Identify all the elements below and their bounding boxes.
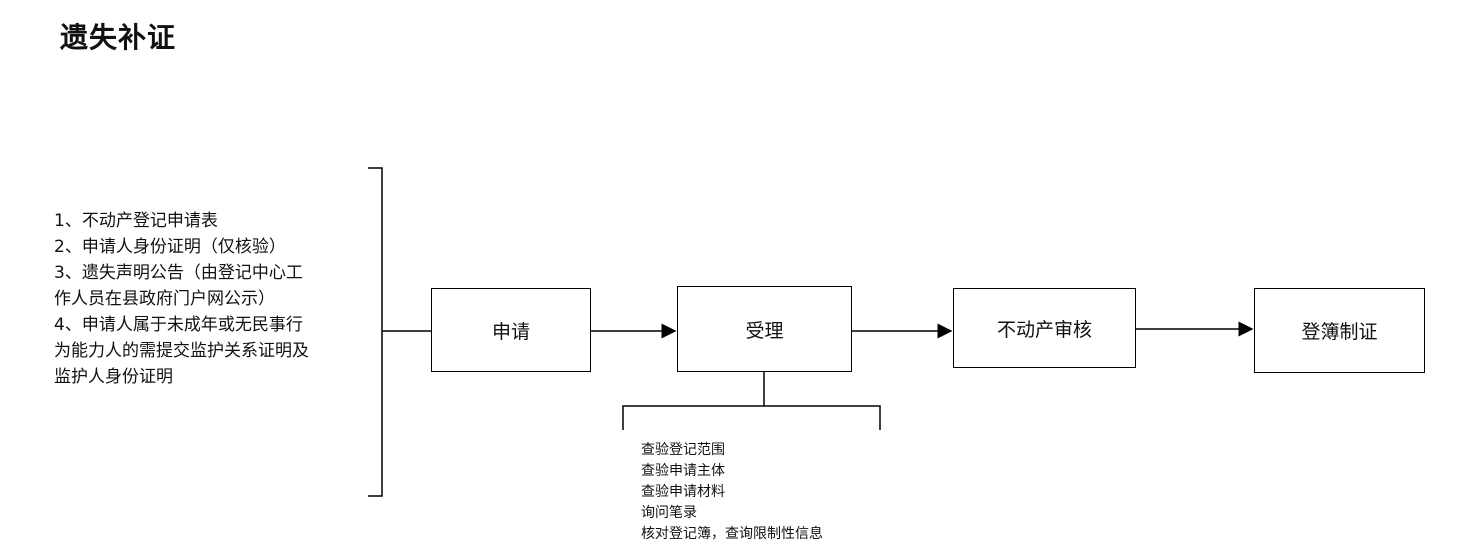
acceptance-check-item: 查验申请主体 bbox=[641, 463, 725, 479]
requirement-line: 1、不动产登记申请表 bbox=[54, 211, 218, 231]
requirements-bracket bbox=[368, 167, 383, 497]
step-review-box: 不动产审核 bbox=[953, 288, 1136, 368]
requirement-line: 4、申请人属于未成年或无民事行 bbox=[54, 315, 303, 335]
accept-detail-bracket bbox=[622, 405, 881, 430]
step-register-label: 登簿制证 bbox=[1301, 321, 1378, 343]
requirement-line: 为能力人的需提交监护关系证明及 bbox=[54, 341, 309, 361]
step-apply-label: 申请 bbox=[491, 320, 530, 343]
step-accept-label: 受理 bbox=[745, 319, 784, 342]
acceptance-checks-list: 查验登记范围 查验申请主体 查验申请材料 询问笔录 核对登记簿，查询限制性信息 bbox=[641, 440, 823, 545]
requirements-list: 1、不动产登记申请表 2、申请人身份证明（仅核验） 3、遗失声明公告（由登记中心… bbox=[54, 208, 336, 390]
acceptance-check-item: 询问笔录 bbox=[641, 505, 697, 521]
acceptance-check-item: 查验登记范围 bbox=[641, 442, 725, 458]
requirement-line: 3、遗失声明公告（由登记中心工 bbox=[54, 263, 303, 283]
acceptance-check-item: 查验申请材料 bbox=[641, 484, 725, 500]
step-accept-box: 受理 bbox=[677, 286, 852, 372]
page-title: 遗失补证 bbox=[60, 21, 177, 54]
requirement-line: 作人员在县政府门户网公示） bbox=[54, 289, 275, 309]
requirement-line: 2、申请人身份证明（仅核验） bbox=[54, 237, 286, 257]
acceptance-check-item: 核对登记簿，查询限制性信息 bbox=[641, 526, 823, 542]
step-review-label: 不动产审核 bbox=[996, 318, 1092, 341]
step-apply-box: 申请 bbox=[431, 288, 591, 372]
step-register-box: 登簿制证 bbox=[1254, 288, 1425, 373]
requirement-line: 监护人身份证明 bbox=[54, 367, 173, 387]
